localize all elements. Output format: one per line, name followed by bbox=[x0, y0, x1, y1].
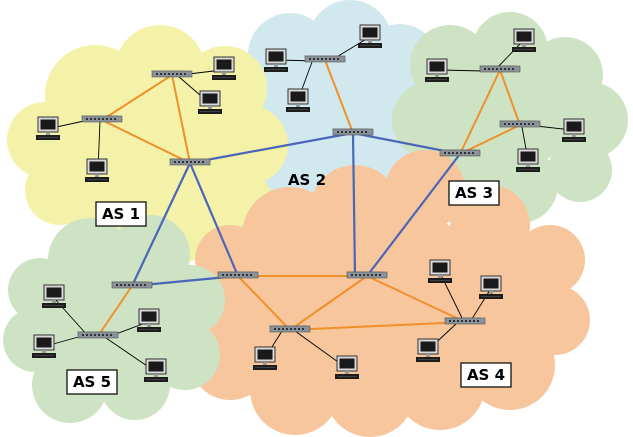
computer-icon bbox=[41, 284, 67, 309]
as1-cloud bbox=[7, 25, 288, 265]
router-icon bbox=[304, 55, 346, 63]
as3-label-box: AS 3 bbox=[448, 180, 500, 206]
computer-icon bbox=[136, 308, 162, 333]
as2-label: AS 2 bbox=[288, 171, 326, 189]
computer-icon bbox=[427, 259, 453, 284]
router-icon bbox=[444, 317, 486, 325]
computer-icon bbox=[35, 116, 61, 141]
router-icon bbox=[332, 128, 374, 136]
computer-icon bbox=[415, 338, 441, 363]
computer-icon bbox=[511, 28, 537, 53]
computer-icon bbox=[143, 358, 169, 383]
computer-icon bbox=[478, 275, 504, 300]
as4-label-box: AS 4 bbox=[460, 362, 512, 388]
as2-label: AS 2 bbox=[288, 171, 326, 189]
as1-label: AS 1 bbox=[102, 205, 140, 223]
computer-icon bbox=[285, 88, 311, 113]
computer-icon bbox=[263, 48, 289, 73]
computer-icon bbox=[561, 118, 587, 143]
computer-icon bbox=[252, 346, 278, 371]
computer-icon bbox=[84, 158, 110, 183]
computer-icon bbox=[197, 90, 223, 115]
router-icon bbox=[269, 325, 311, 333]
computer-icon bbox=[334, 355, 360, 380]
router-icon bbox=[111, 281, 153, 289]
as4-label: AS 4 bbox=[467, 366, 505, 384]
router-icon bbox=[169, 158, 211, 166]
router-icon bbox=[217, 271, 259, 279]
computer-icon bbox=[357, 24, 383, 49]
computer-icon bbox=[211, 56, 237, 81]
intra-as-links bbox=[97, 59, 521, 337]
router-icon bbox=[77, 331, 119, 339]
router-icon bbox=[499, 120, 541, 128]
as5-label: AS 5 bbox=[73, 373, 111, 391]
router-icon bbox=[479, 65, 521, 73]
computer-icon bbox=[515, 148, 541, 173]
router-icon bbox=[346, 271, 388, 279]
router-icon bbox=[439, 149, 481, 157]
as3-label: AS 3 bbox=[455, 184, 493, 202]
as5-label-box: AS 5 bbox=[66, 369, 118, 395]
router-icon bbox=[81, 115, 123, 123]
router-icon bbox=[151, 70, 193, 78]
computer-icon bbox=[31, 334, 57, 359]
as1-label-box: AS 1 bbox=[95, 201, 147, 227]
computer-icon bbox=[424, 58, 450, 83]
